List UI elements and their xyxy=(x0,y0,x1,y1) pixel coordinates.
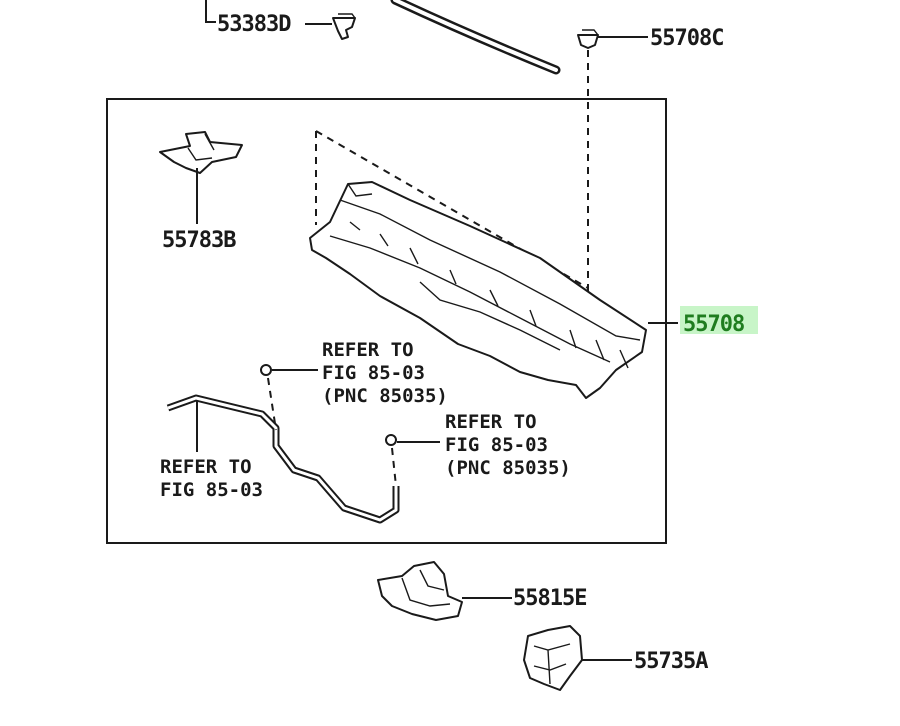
note-line: (PNC 85035) xyxy=(445,457,571,479)
part-label: 55735A xyxy=(634,649,708,674)
part-55708C[interactable]: 55708C xyxy=(577,26,724,318)
part-55735A[interactable]: 55735A xyxy=(523,625,709,691)
hose-clip-upper xyxy=(260,364,318,431)
part-53383D[interactable]: 53383D xyxy=(205,0,356,40)
dashed-guide xyxy=(267,377,277,431)
note-line: REFER TO xyxy=(445,411,537,433)
washer-hose xyxy=(166,394,400,524)
hose-clip-lower xyxy=(385,434,440,487)
part-label: 53383D xyxy=(217,12,291,37)
note-line: REFER TO xyxy=(160,456,252,478)
clip-icon xyxy=(577,34,599,49)
reference-note-1: REFER TO FIG 85-03 (PNC 85035) xyxy=(322,339,448,407)
assembly-frame xyxy=(106,98,667,544)
part-label: 55708C xyxy=(650,26,723,51)
part-55783B[interactable]: 55783B xyxy=(159,131,243,253)
note-line: FIG 85-03 xyxy=(160,479,263,501)
note-line: REFER TO xyxy=(322,339,414,361)
reference-note-2: REFER TO FIG 85-03 (PNC 85035) xyxy=(445,411,571,479)
weatherstrip xyxy=(390,0,561,75)
bracket-icon xyxy=(159,131,243,174)
note-line: (PNC 85035) xyxy=(322,385,448,407)
clip-icon xyxy=(332,17,356,40)
part-55708[interactable]: 55708 xyxy=(309,130,758,399)
clip-icon-top xyxy=(338,13,356,19)
leader-line xyxy=(205,0,216,23)
reference-note-3: REFER TO FIG 85-03 xyxy=(160,456,263,501)
seal-icon xyxy=(523,625,583,691)
highlight-background xyxy=(680,306,758,334)
part-55815E[interactable]: 55815E xyxy=(377,561,587,621)
cowl-panel-icon xyxy=(309,181,647,399)
note-line: FIG 85-03 xyxy=(445,434,548,456)
note-line: FIG 85-03 xyxy=(322,362,425,384)
part-label-highlighted: 55708 xyxy=(683,312,744,337)
clip-icon xyxy=(260,364,272,376)
part-label: 55783B xyxy=(162,228,236,253)
dashed-guide xyxy=(391,447,397,487)
clip-icon xyxy=(385,434,397,446)
part-label: 55815E xyxy=(513,586,586,611)
